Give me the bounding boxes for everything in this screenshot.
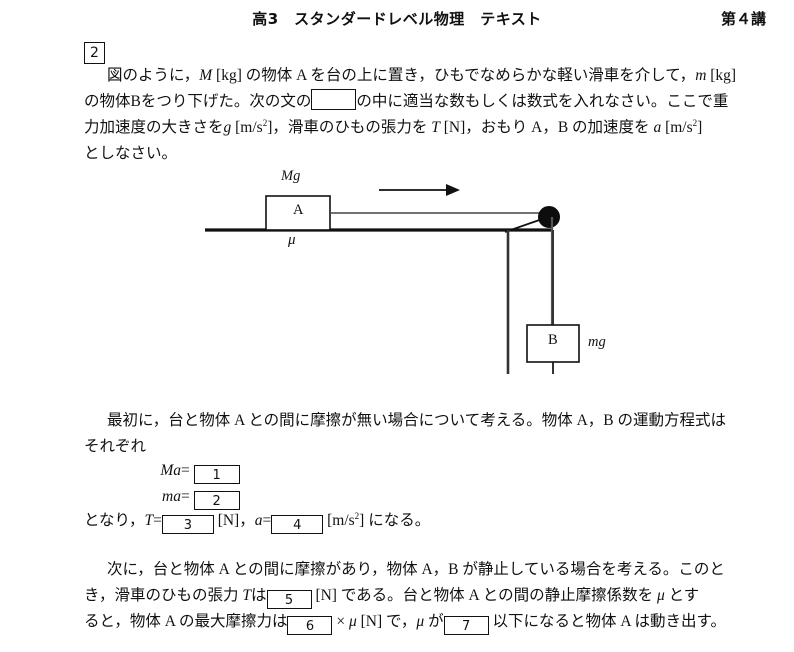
problem-number-badge: 2 bbox=[84, 42, 105, 64]
part2-line-1: 次に，台と物体 A との間に摩擦があり，物体 A，B が静止している場合を考える… bbox=[107, 561, 725, 578]
physics-diagram: Mg μ A B mg bbox=[0, 160, 794, 390]
part2-text-3e: 以下になると物体 A は動き出す。 bbox=[488, 613, 727, 630]
part1-paragraph: 最初に，台と物体 A との間に摩擦が無い場合について考える。物体 A，B の運動… bbox=[84, 408, 790, 460]
symbol-a-result: a bbox=[254, 512, 263, 529]
intro-text-1b: [kg] の物体 A を台の上に置き，ひもでなめらかな軽い滑車を介して， bbox=[212, 67, 696, 84]
part1-line-3: となり，T=3 [N]，a=4 [m/s2] になる。 bbox=[84, 508, 790, 534]
part2-text-3a: ると，物体 A の最大摩擦力は bbox=[84, 613, 288, 630]
symbol-T: T bbox=[431, 119, 440, 136]
answer-box-2[interactable]: 2 bbox=[193, 491, 240, 510]
symbol-M: M bbox=[199, 67, 213, 84]
force-label-Mg: Mg bbox=[281, 168, 301, 184]
force-label-mg: mg bbox=[588, 334, 606, 350]
part1-result-line: となり，T=3 [N]，a=4 [m/s2] になる。 bbox=[84, 508, 790, 534]
exponent-1: 2 bbox=[262, 117, 268, 128]
direction-arrow-head bbox=[446, 184, 460, 196]
equation-2-equals: = bbox=[181, 488, 190, 505]
part2-text-2b: は bbox=[251, 587, 267, 604]
block-a-label: A bbox=[293, 202, 304, 218]
intro-text-2a: の物体Bをつり下げた。次の文の bbox=[84, 93, 312, 110]
intro-text-3a: 力加速度の大きさを bbox=[84, 119, 224, 136]
part2-text-3b: × bbox=[332, 613, 349, 630]
part1-equals-1: = bbox=[153, 512, 162, 529]
intro-line-1: 図のように，M [kg] の物体 A を台の上に置き，ひもでなめらかな軽い滑車を… bbox=[84, 63, 790, 89]
block-a-rect bbox=[265, 195, 331, 231]
intro-text-3e: [m/s bbox=[661, 119, 693, 136]
part2-paragraph: 次に，台と物体 A との間に摩擦があり，物体 A，B が静止している場合を考える… bbox=[84, 557, 790, 635]
symbol-mu-1: μ bbox=[656, 587, 665, 604]
answer-box-4[interactable]: 4 bbox=[271, 515, 324, 534]
intro-text-3b: [m/s bbox=[231, 119, 263, 136]
equation-row-1: Ma= 1 bbox=[145, 458, 240, 484]
intro-text-3d: [N]，おもり A，B の加速度を bbox=[439, 119, 654, 136]
part1-line-1: 最初に，台と物体 A との間に摩擦が無い場合について考える。物体 A，B の運動… bbox=[107, 412, 727, 429]
diagram-svg bbox=[205, 184, 580, 374]
friction-coefficient-label: μ bbox=[288, 232, 296, 248]
part1-line-2: それぞれ bbox=[84, 438, 147, 455]
symbol-T-static: T bbox=[242, 587, 252, 604]
intro-text-3f: ] bbox=[697, 119, 703, 136]
symbol-T-result: T bbox=[144, 512, 154, 529]
equation-2-label: ma bbox=[162, 488, 181, 505]
part1-equals-2: = bbox=[262, 512, 272, 529]
header-title: 高3 スタンダードレベル物理 テキスト bbox=[252, 10, 542, 28]
header-lesson-number: 第４講 bbox=[720, 10, 766, 28]
answer-box-5[interactable]: 5 bbox=[266, 590, 312, 609]
equation-1-equals: = bbox=[181, 462, 190, 479]
block-b-label: B bbox=[548, 332, 558, 348]
answer-box-6[interactable]: 6 bbox=[287, 616, 333, 635]
answer-box-3[interactable]: 3 bbox=[161, 515, 214, 534]
part2-text-2d: とす bbox=[664, 587, 700, 604]
part2-text-2c: [N] である。台と物体 A との間の静止摩擦係数を bbox=[311, 587, 657, 604]
symbol-mu-2: μ bbox=[348, 613, 357, 630]
answer-box-blank[interactable] bbox=[311, 89, 357, 110]
intro-text-3c: ]，滑車のひもの張力を bbox=[267, 119, 432, 136]
intro-paragraph: 図のように，M [kg] の物体 A を台の上に置き，ひもでなめらかな軽い滑車を… bbox=[84, 63, 790, 167]
part1-text-3a: となり， bbox=[84, 512, 145, 529]
block-b-rect bbox=[526, 324, 580, 363]
part2-text-2a: き，滑車のひもの張力 bbox=[84, 587, 243, 604]
part1-text-3d: ] になる。 bbox=[359, 512, 431, 529]
intro-text-1a: 図のように， bbox=[107, 67, 200, 84]
intro-line-2: の物体Bをつり下げた。次の文の の中に適当な数もしくは数式を入れなさい。ここで重 bbox=[84, 89, 790, 115]
intro-text-1c: [kg] bbox=[706, 67, 737, 84]
answer-box-7[interactable]: 7 bbox=[443, 616, 489, 635]
pulley-wheel bbox=[538, 206, 560, 228]
symbol-g: g bbox=[223, 119, 232, 136]
exponent-2: 2 bbox=[692, 117, 698, 128]
part1-text-3b: [N]， bbox=[213, 512, 255, 529]
page-header: 高3 スタンダードレベル物理 テキスト 第４講 bbox=[0, 8, 794, 32]
equation-row-2: ma= 2 bbox=[145, 484, 240, 510]
part2-text-3c: [N] で， bbox=[356, 613, 417, 630]
intro-line-4: としなさい。 bbox=[84, 145, 178, 162]
intro-text-2b: の中に適当な数もしくは数式を入れなさい。ここで重 bbox=[356, 93, 729, 110]
symbol-m: m bbox=[695, 67, 707, 84]
symbol-a: a bbox=[653, 119, 662, 136]
part2-text-3d: が bbox=[424, 613, 444, 630]
part1-text-3c: [m/s bbox=[323, 512, 355, 529]
answer-box-1[interactable]: 1 bbox=[193, 465, 240, 484]
exponent-3: 2 bbox=[354, 510, 360, 521]
intro-line-3: 力加速度の大きさをg [m/s2]，滑車のひもの張力を T [N]，おもり A，… bbox=[84, 115, 790, 141]
symbol-mu-3: μ bbox=[416, 613, 425, 630]
equation-1-label: Ma bbox=[160, 462, 181, 479]
